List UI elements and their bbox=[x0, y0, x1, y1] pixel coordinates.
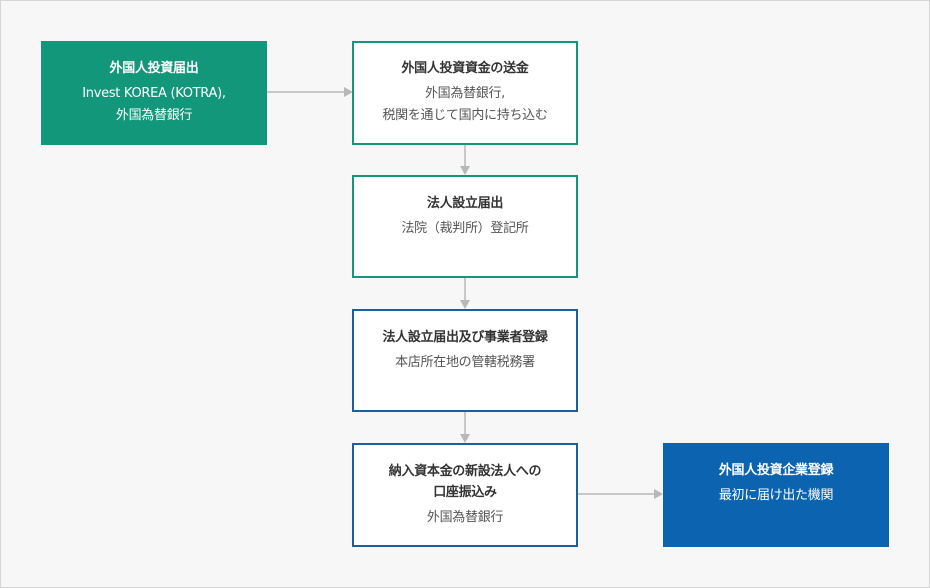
node-corporate-establishment-report: 法人設立届出 法院（裁判所）登記所 bbox=[352, 175, 578, 278]
node-subtitle: 最初に届け出た機関 bbox=[718, 485, 834, 507]
node-title: 法人設立届出 bbox=[426, 196, 504, 211]
node-subtitle: Invest KOREA (KOTRA), 外国為替銀行 bbox=[82, 83, 226, 127]
arrowhead-n4-n5 bbox=[460, 434, 470, 443]
node-capital-transfer: 納入資本金の新設法人への 口座振込み 外国為替銀行 bbox=[352, 443, 578, 547]
node-title: 外国人投資届出 bbox=[109, 61, 199, 76]
node-subtitle-line: 法院（裁判所）登記所 bbox=[401, 221, 529, 236]
node-subtitle-line: 本店所在地の管轄税務署 bbox=[395, 355, 535, 370]
node-title-line: 口座振込み bbox=[433, 485, 497, 500]
node-subtitle-line: 税関を通じて国内に持ち込む bbox=[382, 108, 548, 123]
node-title-line: 納入資本金の新設法人への bbox=[388, 464, 542, 479]
node-subtitle-line: 最初に届け出た機関 bbox=[718, 488, 834, 503]
node-subtitle: 法院（裁判所）登記所 bbox=[401, 218, 528, 240]
arrowhead-n1-n2 bbox=[344, 87, 353, 97]
arrowhead-n3-n4 bbox=[460, 300, 470, 309]
arrowhead-n5-n6 bbox=[654, 489, 663, 499]
node-subtitle: 外国為替銀行, 税関を通じて国内に持ち込む bbox=[382, 83, 547, 127]
node-foreign-investment-report: 外国人投資届出 Invest KOREA (KOTRA), 外国為替銀行 bbox=[41, 41, 267, 145]
node-subtitle-line: 外国為替銀行 bbox=[115, 108, 193, 123]
arrowhead-n2-n3 bbox=[460, 166, 470, 175]
node-subtitle: 外国為替銀行 bbox=[426, 507, 504, 529]
node-foreign-investment-company-registration: 外国人投資企業登録 最初に届け出た機関 bbox=[663, 443, 889, 547]
node-subtitle: 本店所在地の管轄税務署 bbox=[395, 352, 535, 374]
node-title: 外国人投資資金の送金 bbox=[401, 61, 529, 76]
node-title: 外国人投資企業登録 bbox=[718, 463, 834, 478]
node-title: 納入資本金の新設法人への 口座振込み bbox=[388, 461, 542, 503]
node-subtitle-line: 外国為替銀行 bbox=[426, 510, 504, 525]
node-title: 法人設立届出及び事業者登録 bbox=[382, 330, 548, 345]
node-subtitle-line: 外国為替銀行, bbox=[424, 86, 506, 101]
node-investment-funds-remittance: 外国人投資資金の送金 外国為替銀行, 税関を通じて国内に持ち込む bbox=[352, 41, 578, 145]
node-subtitle-line: Invest KOREA (KOTRA), bbox=[82, 86, 226, 101]
node-business-registration: 法人設立届出及び事業者登録 本店所在地の管轄税務署 bbox=[352, 309, 578, 412]
